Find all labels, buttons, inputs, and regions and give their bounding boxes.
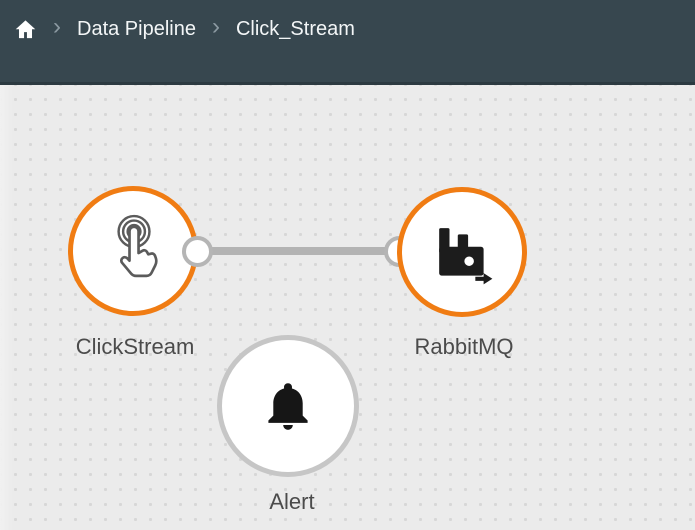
chevron-right-icon: › xyxy=(211,13,220,40)
bell-icon xyxy=(268,383,308,430)
output-port-clickstream[interactable] xyxy=(182,236,213,267)
chevron-right-icon: › xyxy=(53,13,61,40)
node-alert[interactable] xyxy=(217,335,359,477)
connection-clickstream-rabbitmq[interactable] xyxy=(197,247,400,255)
touch-click-icon xyxy=(117,214,158,278)
node-label-alert: Alert xyxy=(269,489,315,514)
home-icon[interactable] xyxy=(14,18,37,41)
node-label-clickstream: ClickStream xyxy=(75,334,195,359)
breadcrumb-item-click-stream[interactable]: Click_Stream xyxy=(235,18,355,40)
node-clickstream[interactable] xyxy=(68,186,198,316)
top-navbar: › Data Pipeline › Click_Stream xyxy=(0,0,695,85)
breadcrumb-item-data-pipeline[interactable]: Data Pipeline xyxy=(77,18,196,40)
breadcrumb: › Data Pipeline › Click_Stream xyxy=(14,0,355,58)
rabbitmq-icon xyxy=(439,228,493,285)
node-rabbitmq[interactable] xyxy=(397,187,527,317)
node-label-rabbitmq: RabbitMQ xyxy=(414,334,514,359)
pipeline-canvas[interactable]: ClickStream RabbitMQ Alert xyxy=(0,85,695,530)
